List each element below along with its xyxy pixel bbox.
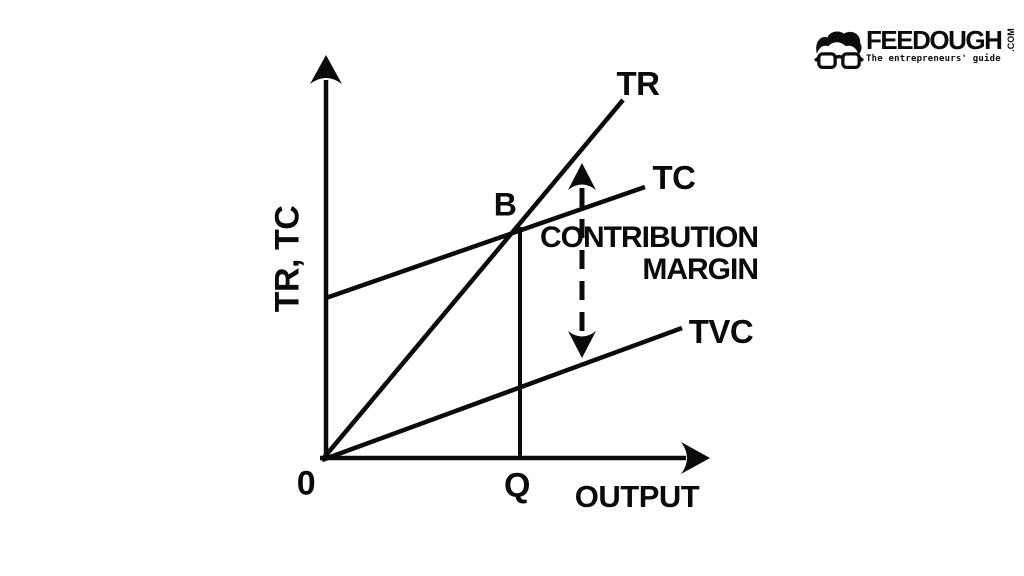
contribution-margin-line2: MARGIN <box>642 253 759 287</box>
x-axis-arrowhead-icon <box>681 442 710 474</box>
feedough-logo: FEEDOUGH .COM The entrepreneurs' guide <box>814 27 1023 75</box>
tc-line <box>325 184 646 301</box>
y-axis-label: TR, TC <box>268 205 307 313</box>
contribution-margin-annotation: CONTRIBUTION MARGIN <box>540 221 759 287</box>
logo-tld-text: .COM <box>1006 28 1017 52</box>
y-axis-arrowhead-icon <box>310 55 342 84</box>
tr-line-label: TR <box>616 65 661 102</box>
contribution-margin-line1: CONTRIBUTION <box>540 221 759 254</box>
tc-line-label: TC <box>652 159 697 196</box>
logo-brand-text: FEEDOUGH <box>866 25 1003 55</box>
contribution-arrow-up-icon <box>568 163 596 190</box>
origin-label: 0 <box>296 464 316 503</box>
tr-line <box>320 98 625 462</box>
logo-tagline: The entrepreneurs' guide <box>866 54 1001 64</box>
quantity-tick-label: Q <box>504 466 530 505</box>
tvc-line <box>321 325 683 463</box>
breakeven-point-label: B <box>493 186 517 223</box>
tvc-line-label: TVC <box>688 313 754 350</box>
contribution-arrow-down-icon <box>568 331 596 358</box>
face-with-glasses-icon <box>814 31 864 70</box>
x-axis-label: OUTPUT <box>574 479 700 514</box>
